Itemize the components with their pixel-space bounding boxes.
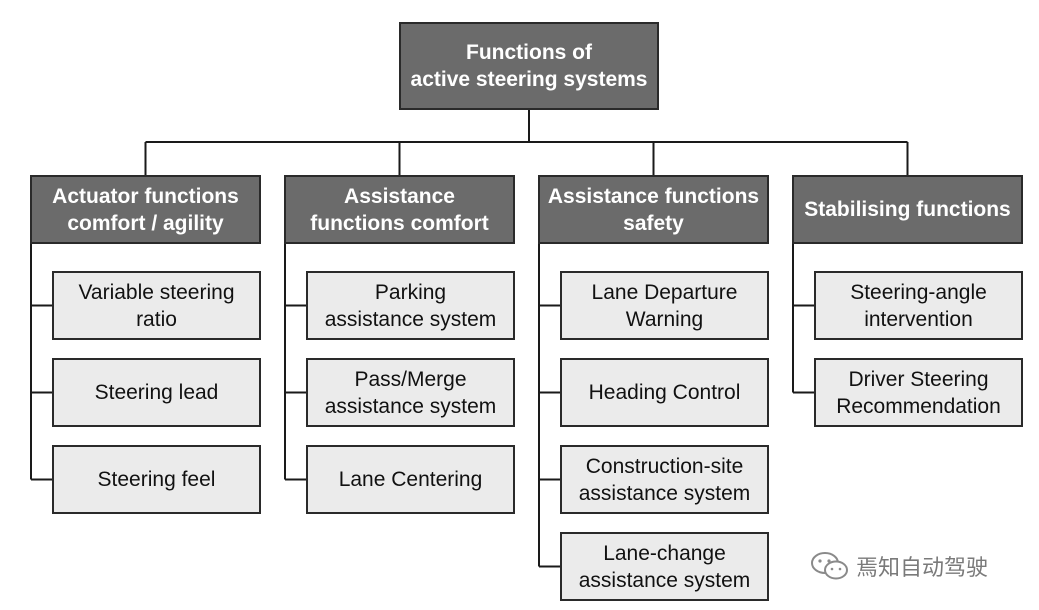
item-box-lane-change-assistance: Lane-change assistance system [560, 532, 769, 601]
item-box-driver-steering-recommendation: Driver Steering Recommendation [814, 358, 1023, 427]
category-box-assistance-safety: Assistance functions safety [538, 175, 769, 244]
item-box-parking-assistance: Parking assistance system [306, 271, 515, 340]
item-box-lane-centering: Lane Centering [306, 445, 515, 514]
item-line: Lane Departure [591, 280, 738, 304]
item-line: assistance system [578, 481, 751, 505]
item-line: Steering-angle [850, 280, 987, 304]
item-line: intervention [864, 307, 973, 331]
category-line: Assistance [344, 184, 455, 208]
item-box-heading-control: Heading Control [560, 358, 769, 427]
item-line: Lane Centering [338, 468, 483, 491]
root-box: Functions of active steering systems [399, 22, 659, 110]
category-line: functions comfort [310, 211, 489, 235]
category-line: safety [623, 211, 684, 235]
item-line: Parking [374, 280, 447, 304]
item-line: Construction-site [585, 454, 744, 478]
item-line: Warning [625, 307, 704, 331]
root-line-2: active steering systems [410, 68, 648, 91]
category-line: Actuator functions [52, 184, 239, 208]
item-line: Driver Steering [848, 367, 989, 391]
watermark-text: 焉知自动驾驶 [856, 556, 989, 581]
item-line: Steering feel [97, 468, 216, 491]
item-box-variable-steering-ratio: Variable steering ratio [52, 271, 261, 340]
category-line: comfort / agility [67, 211, 224, 235]
category-box-assistance-comfort: Assistance functions comfort [284, 175, 515, 244]
category-line: Stabilising functions [804, 198, 1011, 221]
item-line: assistance system [324, 394, 497, 418]
item-line: assistance system [324, 307, 497, 331]
item-line: Lane-change [603, 541, 726, 565]
item-line: Heading Control [588, 381, 741, 404]
item-line: ratio [136, 307, 177, 331]
item-box-lane-departure-warning: Lane Departure Warning [560, 271, 769, 340]
item-box-steering-angle-intervention: Steering-angle intervention [814, 271, 1023, 340]
item-box-steering-lead: Steering lead [52, 358, 261, 427]
item-line: Pass/Merge [354, 367, 467, 391]
item-line: Variable steering [78, 280, 235, 304]
item-box-construction-site-assistance: Construction-site assistance system [560, 445, 769, 514]
category-line: Assistance functions [547, 184, 760, 208]
category-box-stabilising: Stabilising functions [792, 175, 1023, 244]
category-box-actuator: Actuator functions comfort / agility [30, 175, 261, 244]
wechat-icon [811, 552, 848, 580]
root-line-1: Functions of [466, 41, 592, 64]
item-box-steering-feel: Steering feel [52, 445, 261, 514]
item-line: Recommendation [836, 394, 1001, 418]
watermark: 焉知自动驾驶 [810, 548, 988, 584]
item-box-pass-merge-assistance: Pass/Merge assistance system [306, 358, 515, 427]
item-line: assistance system [578, 568, 751, 592]
item-line: Steering lead [94, 381, 219, 404]
